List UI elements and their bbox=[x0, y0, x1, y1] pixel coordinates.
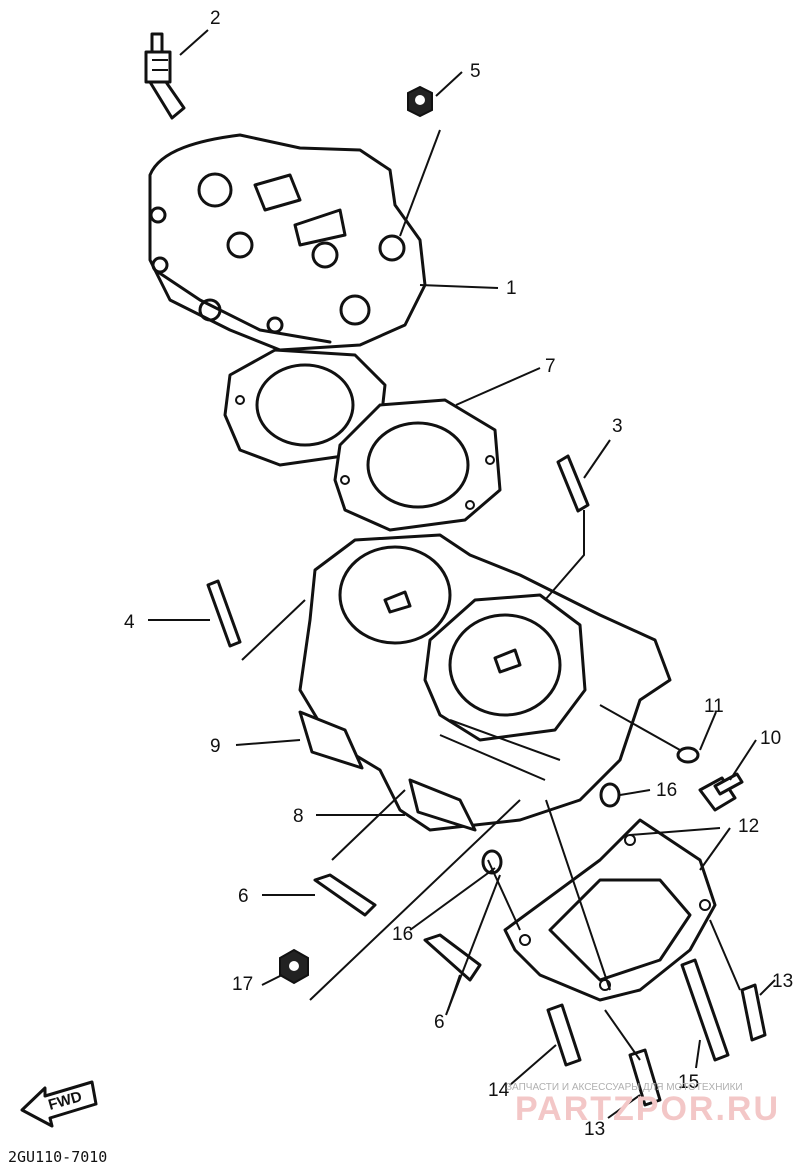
callout-11: 11 bbox=[704, 696, 724, 717]
callout-16: 16 bbox=[656, 780, 677, 801]
spark-plug bbox=[144, 32, 186, 120]
watermark-brand: PARTZPOR.RU bbox=[515, 1090, 780, 1128]
transfer-port-cover bbox=[298, 710, 364, 770]
part-code: 2GU110-7010 bbox=[8, 1148, 107, 1166]
watermark-tagline: ЗАПЧАСТИ И АКСЕССУАРЫ ДЛЯ МОТОТЕХНИКИ bbox=[506, 1082, 743, 1093]
callout-8: 8 bbox=[293, 806, 304, 827]
cylinder-stud bbox=[680, 958, 730, 1062]
callout-7: 7 bbox=[545, 356, 556, 377]
cylinder-stud bbox=[556, 454, 590, 513]
cylinder-stud bbox=[546, 1003, 582, 1067]
callout-4: 4 bbox=[124, 612, 135, 633]
port-gasket bbox=[423, 933, 482, 982]
port-gasket bbox=[313, 873, 377, 917]
callout-1: 1 bbox=[506, 278, 517, 299]
callout-9: 9 bbox=[210, 736, 221, 757]
washer bbox=[676, 746, 700, 764]
callout-16: 16 bbox=[392, 924, 413, 945]
cylinder-stud bbox=[206, 579, 242, 648]
head-gasket bbox=[223, 348, 502, 532]
forward-direction-arrow: FWD bbox=[20, 1080, 98, 1128]
callout-6: 6 bbox=[434, 1012, 445, 1033]
callout-12: 12 bbox=[738, 816, 759, 837]
callout-10: 10 bbox=[760, 728, 781, 749]
callout-5: 5 bbox=[470, 61, 481, 82]
dowel-pin bbox=[481, 849, 503, 875]
bolt bbox=[698, 772, 744, 812]
callout-15: 15 bbox=[678, 1072, 699, 1093]
cylinder-head bbox=[148, 133, 427, 352]
transfer-port-cover bbox=[408, 778, 477, 832]
base-gasket bbox=[503, 818, 717, 1002]
callout-14: 14 bbox=[488, 1080, 510, 1101]
callout-13: 13 bbox=[584, 1119, 605, 1140]
cylinder-nut bbox=[279, 948, 309, 985]
callout-6: 6 bbox=[238, 886, 249, 907]
cylinder-stud bbox=[628, 1048, 662, 1107]
callout-3: 3 bbox=[612, 416, 623, 437]
leader-lines bbox=[148, 29, 776, 1119]
callout-13: 13 bbox=[772, 971, 793, 992]
callout-17: 17 bbox=[232, 974, 253, 995]
head-nut bbox=[407, 85, 433, 118]
callout-2: 2 bbox=[210, 8, 221, 29]
cylinder-stud bbox=[740, 983, 767, 1042]
dowel-pin bbox=[599, 782, 621, 808]
